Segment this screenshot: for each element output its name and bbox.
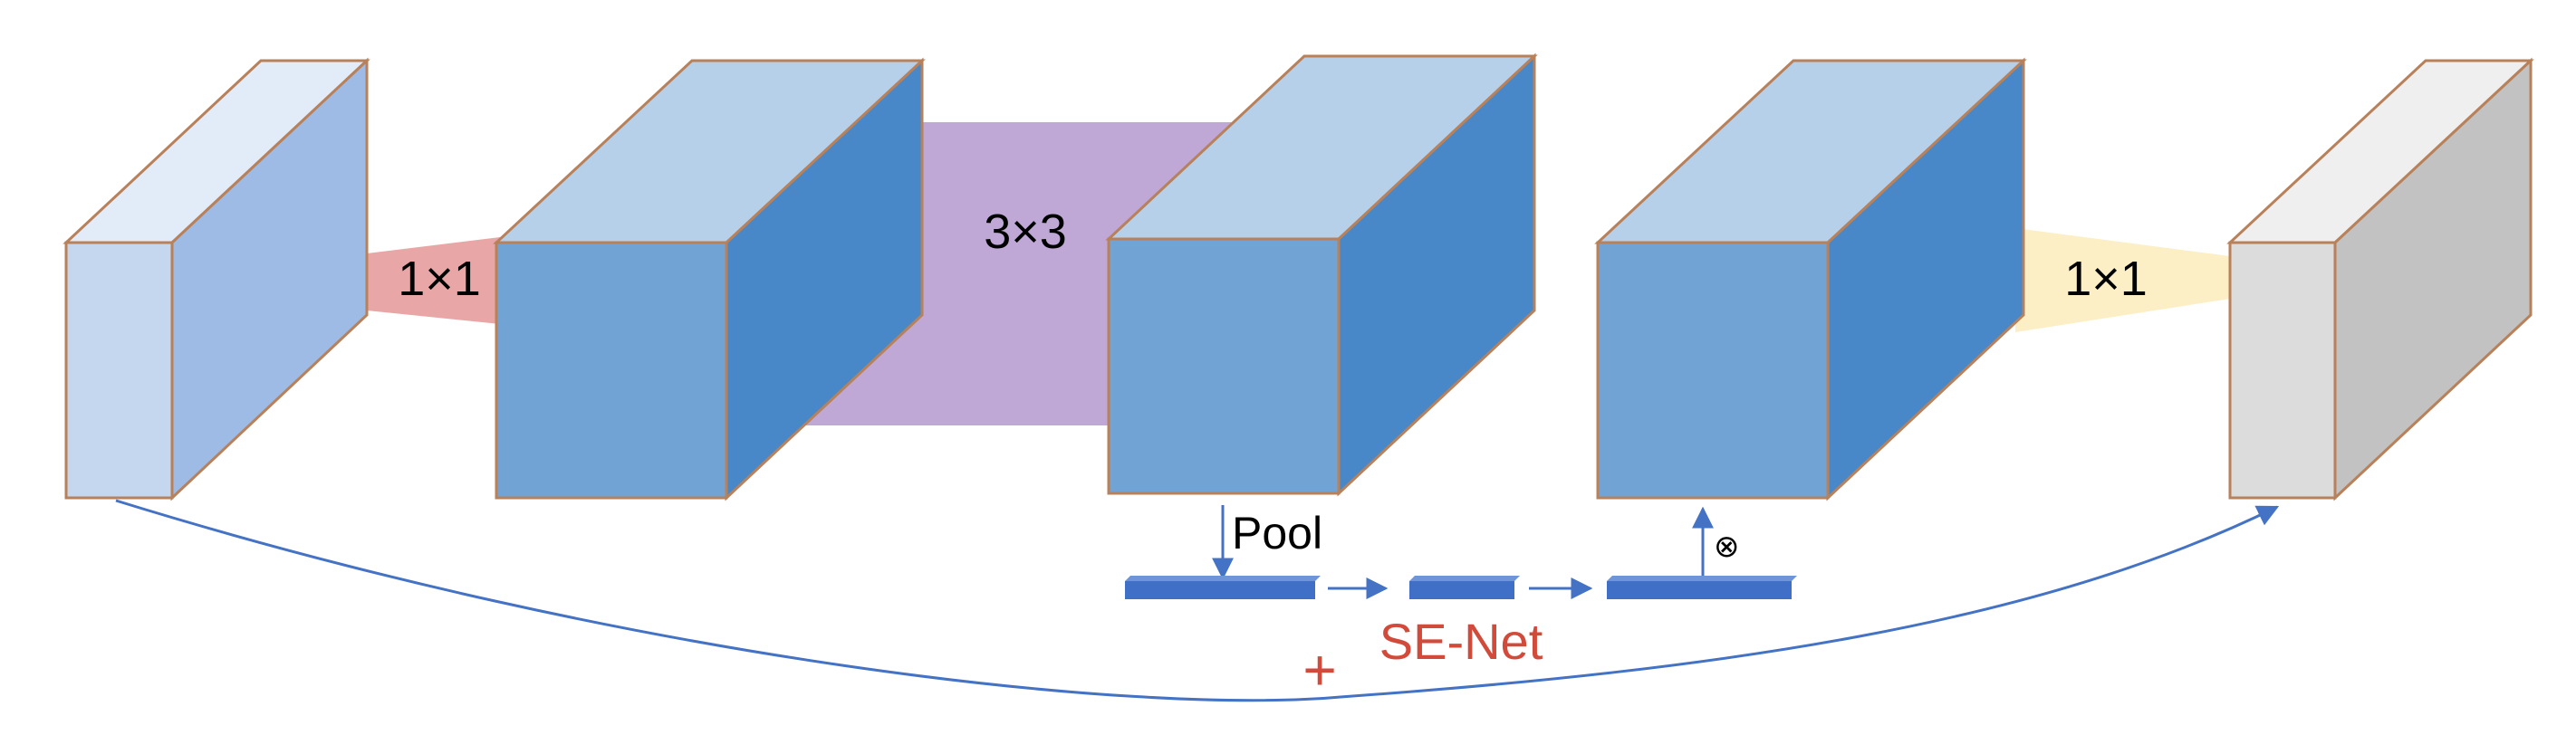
se-net-label: SE-Net (1379, 613, 1543, 670)
conv3x3-kernel-label: 3×3 (984, 205, 1067, 259)
se-bar-scale (1607, 576, 1797, 599)
residual-connection-arrow (115, 499, 2280, 702)
se-bar-squeeze (1125, 576, 1321, 599)
se-bar-excite (1409, 576, 1520, 599)
conv3-kernel-label: 1×1 (2064, 252, 2148, 306)
feature-block-2-front (1107, 237, 1341, 495)
conv1-kernel-label: 1×1 (398, 252, 481, 306)
input-block (62, 57, 370, 501)
conv1-connector (367, 237, 500, 324)
input-block-front (64, 241, 174, 500)
feature-block-1 (493, 57, 926, 501)
feature-block-2 (1105, 52, 1538, 497)
feature-block-1-front (495, 241, 728, 500)
feature-block-3 (1594, 57, 2027, 501)
output-block-front (2228, 241, 2337, 500)
multiply-symbol: ⊗ (1714, 530, 1740, 564)
residual-add-symbol: + (1302, 637, 1336, 702)
conv3-connector (2015, 228, 2230, 332)
pool-label: Pool (1232, 508, 1322, 558)
feature-block-3-front (1596, 241, 1830, 500)
output-block (2226, 57, 2534, 501)
